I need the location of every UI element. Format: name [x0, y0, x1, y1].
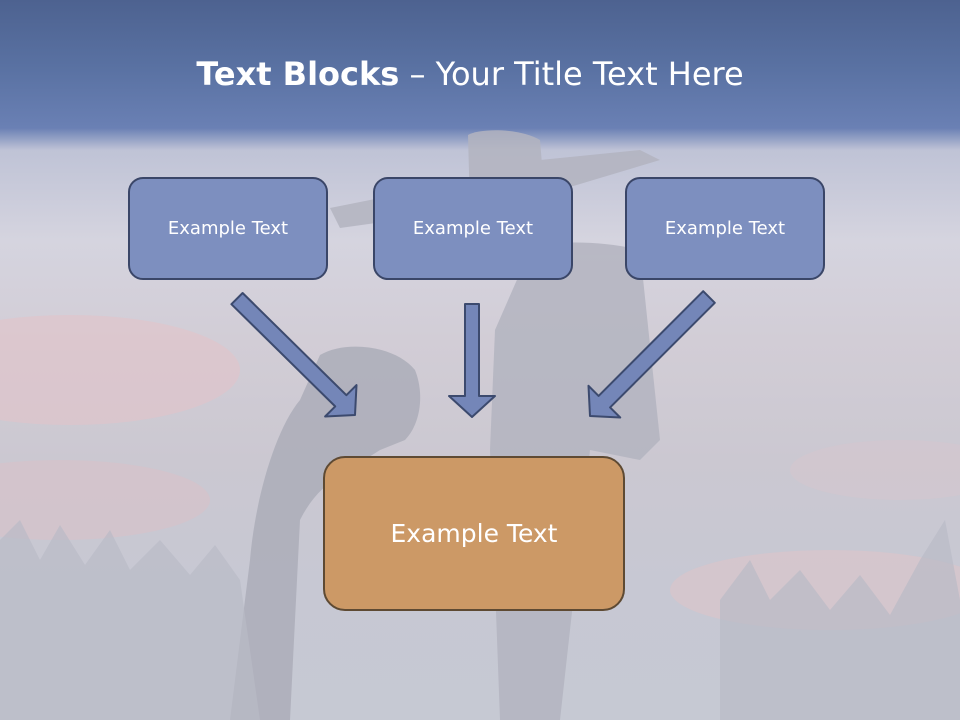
example-block-1[interactable]: Example Text	[128, 177, 328, 280]
title-rest: – Your Title Text Here	[399, 55, 744, 93]
target-block[interactable]: Example Text	[323, 456, 625, 611]
cloud-right-mid	[790, 440, 960, 500]
example-block-2[interactable]: Example Text	[373, 177, 573, 280]
cloud-left	[0, 315, 240, 425]
example-block-3[interactable]: Example Text	[625, 177, 825, 280]
slide-title: Text Blocks – Your Title Text Here	[0, 52, 940, 96]
arrow-right-diagonal	[587, 290, 716, 419]
grass-silhouette	[0, 520, 960, 720]
title-bold: Text Blocks	[196, 55, 400, 93]
cloud-left-low	[0, 460, 210, 540]
arrow-left-diagonal	[230, 292, 358, 418]
dog-silhouette	[230, 346, 421, 720]
arrow-center-down	[448, 303, 496, 418]
